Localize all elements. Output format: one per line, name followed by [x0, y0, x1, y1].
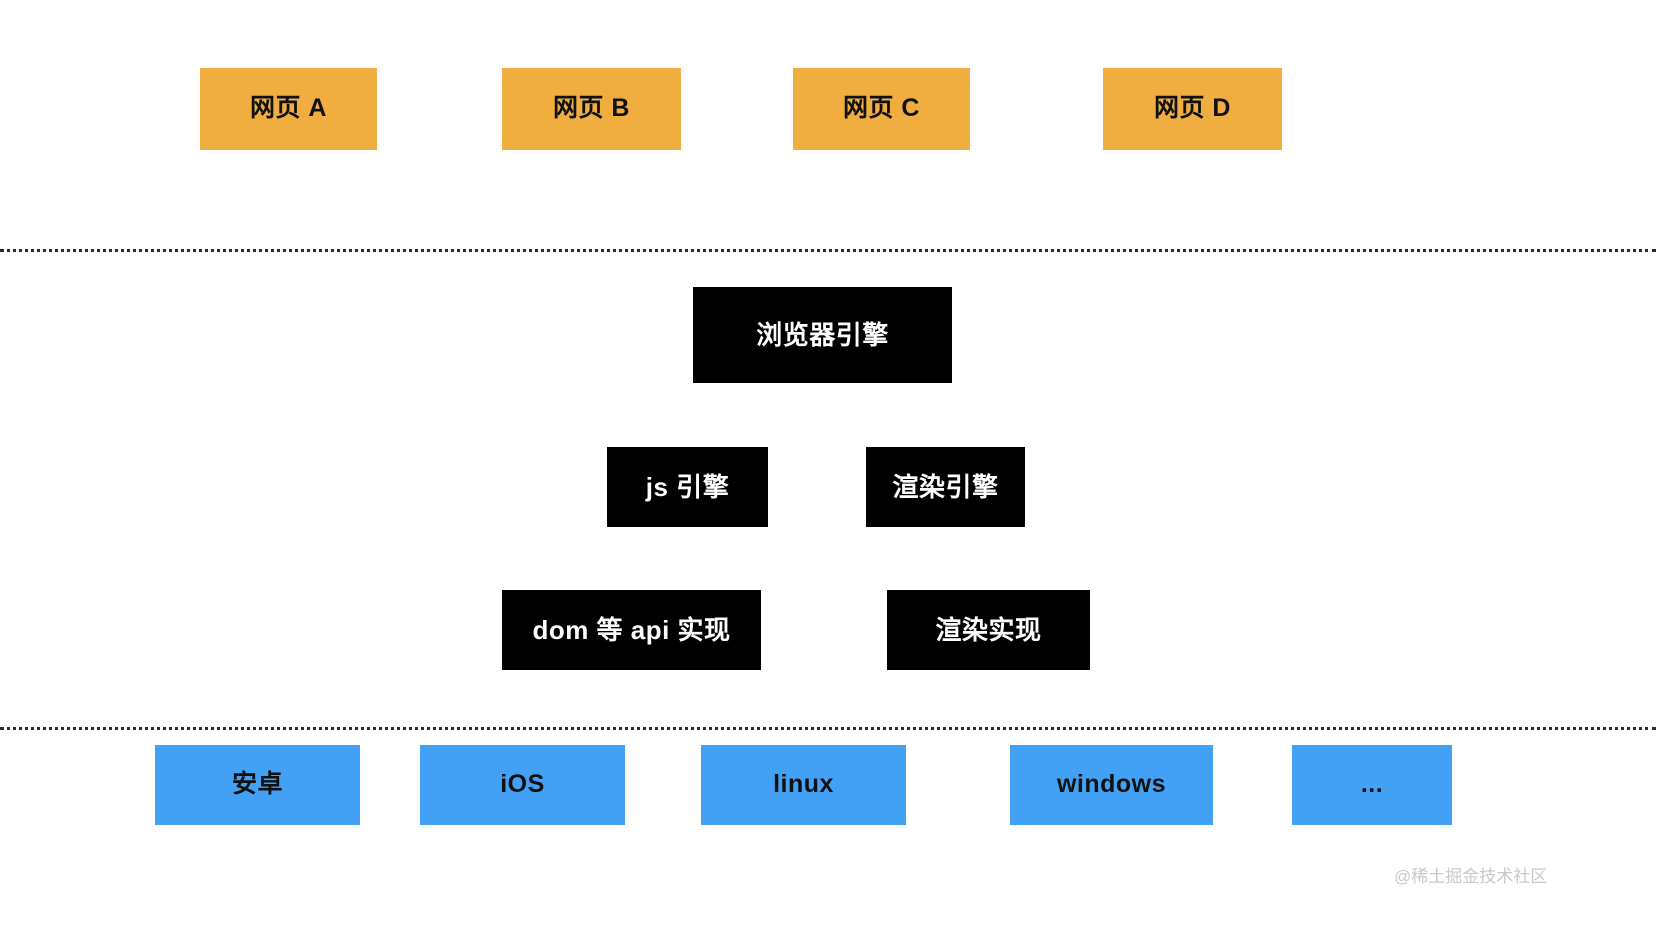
render-engine-box[interactable]: 渲染引擎	[866, 447, 1025, 527]
os-box-ios[interactable]: iOS	[420, 745, 625, 825]
os-box-windows[interactable]: windows	[1010, 745, 1213, 825]
os-box-more[interactable]: ...	[1292, 745, 1452, 825]
render-impl-box[interactable]: 渲染实现	[887, 590, 1090, 670]
dom-api-impl-box[interactable]: dom 等 api 实现	[502, 590, 761, 670]
watermark-label: @稀土掘金技术社区	[1394, 867, 1548, 886]
page-box-b[interactable]: 网页 B	[502, 68, 681, 150]
browser-os-divider	[0, 727, 1656, 730]
os-box-android[interactable]: 安卓	[155, 745, 360, 825]
browser-engine-box[interactable]: 浏览器引擎	[693, 287, 952, 383]
js-engine-box[interactable]: js 引擎	[607, 447, 768, 527]
os-box-linux[interactable]: linux	[701, 745, 906, 825]
page-box-c[interactable]: 网页 C	[793, 68, 970, 150]
page-box-d[interactable]: 网页 D	[1103, 68, 1282, 150]
page-box-a[interactable]: 网页 A	[200, 68, 377, 150]
pages-browser-divider	[0, 249, 1656, 252]
